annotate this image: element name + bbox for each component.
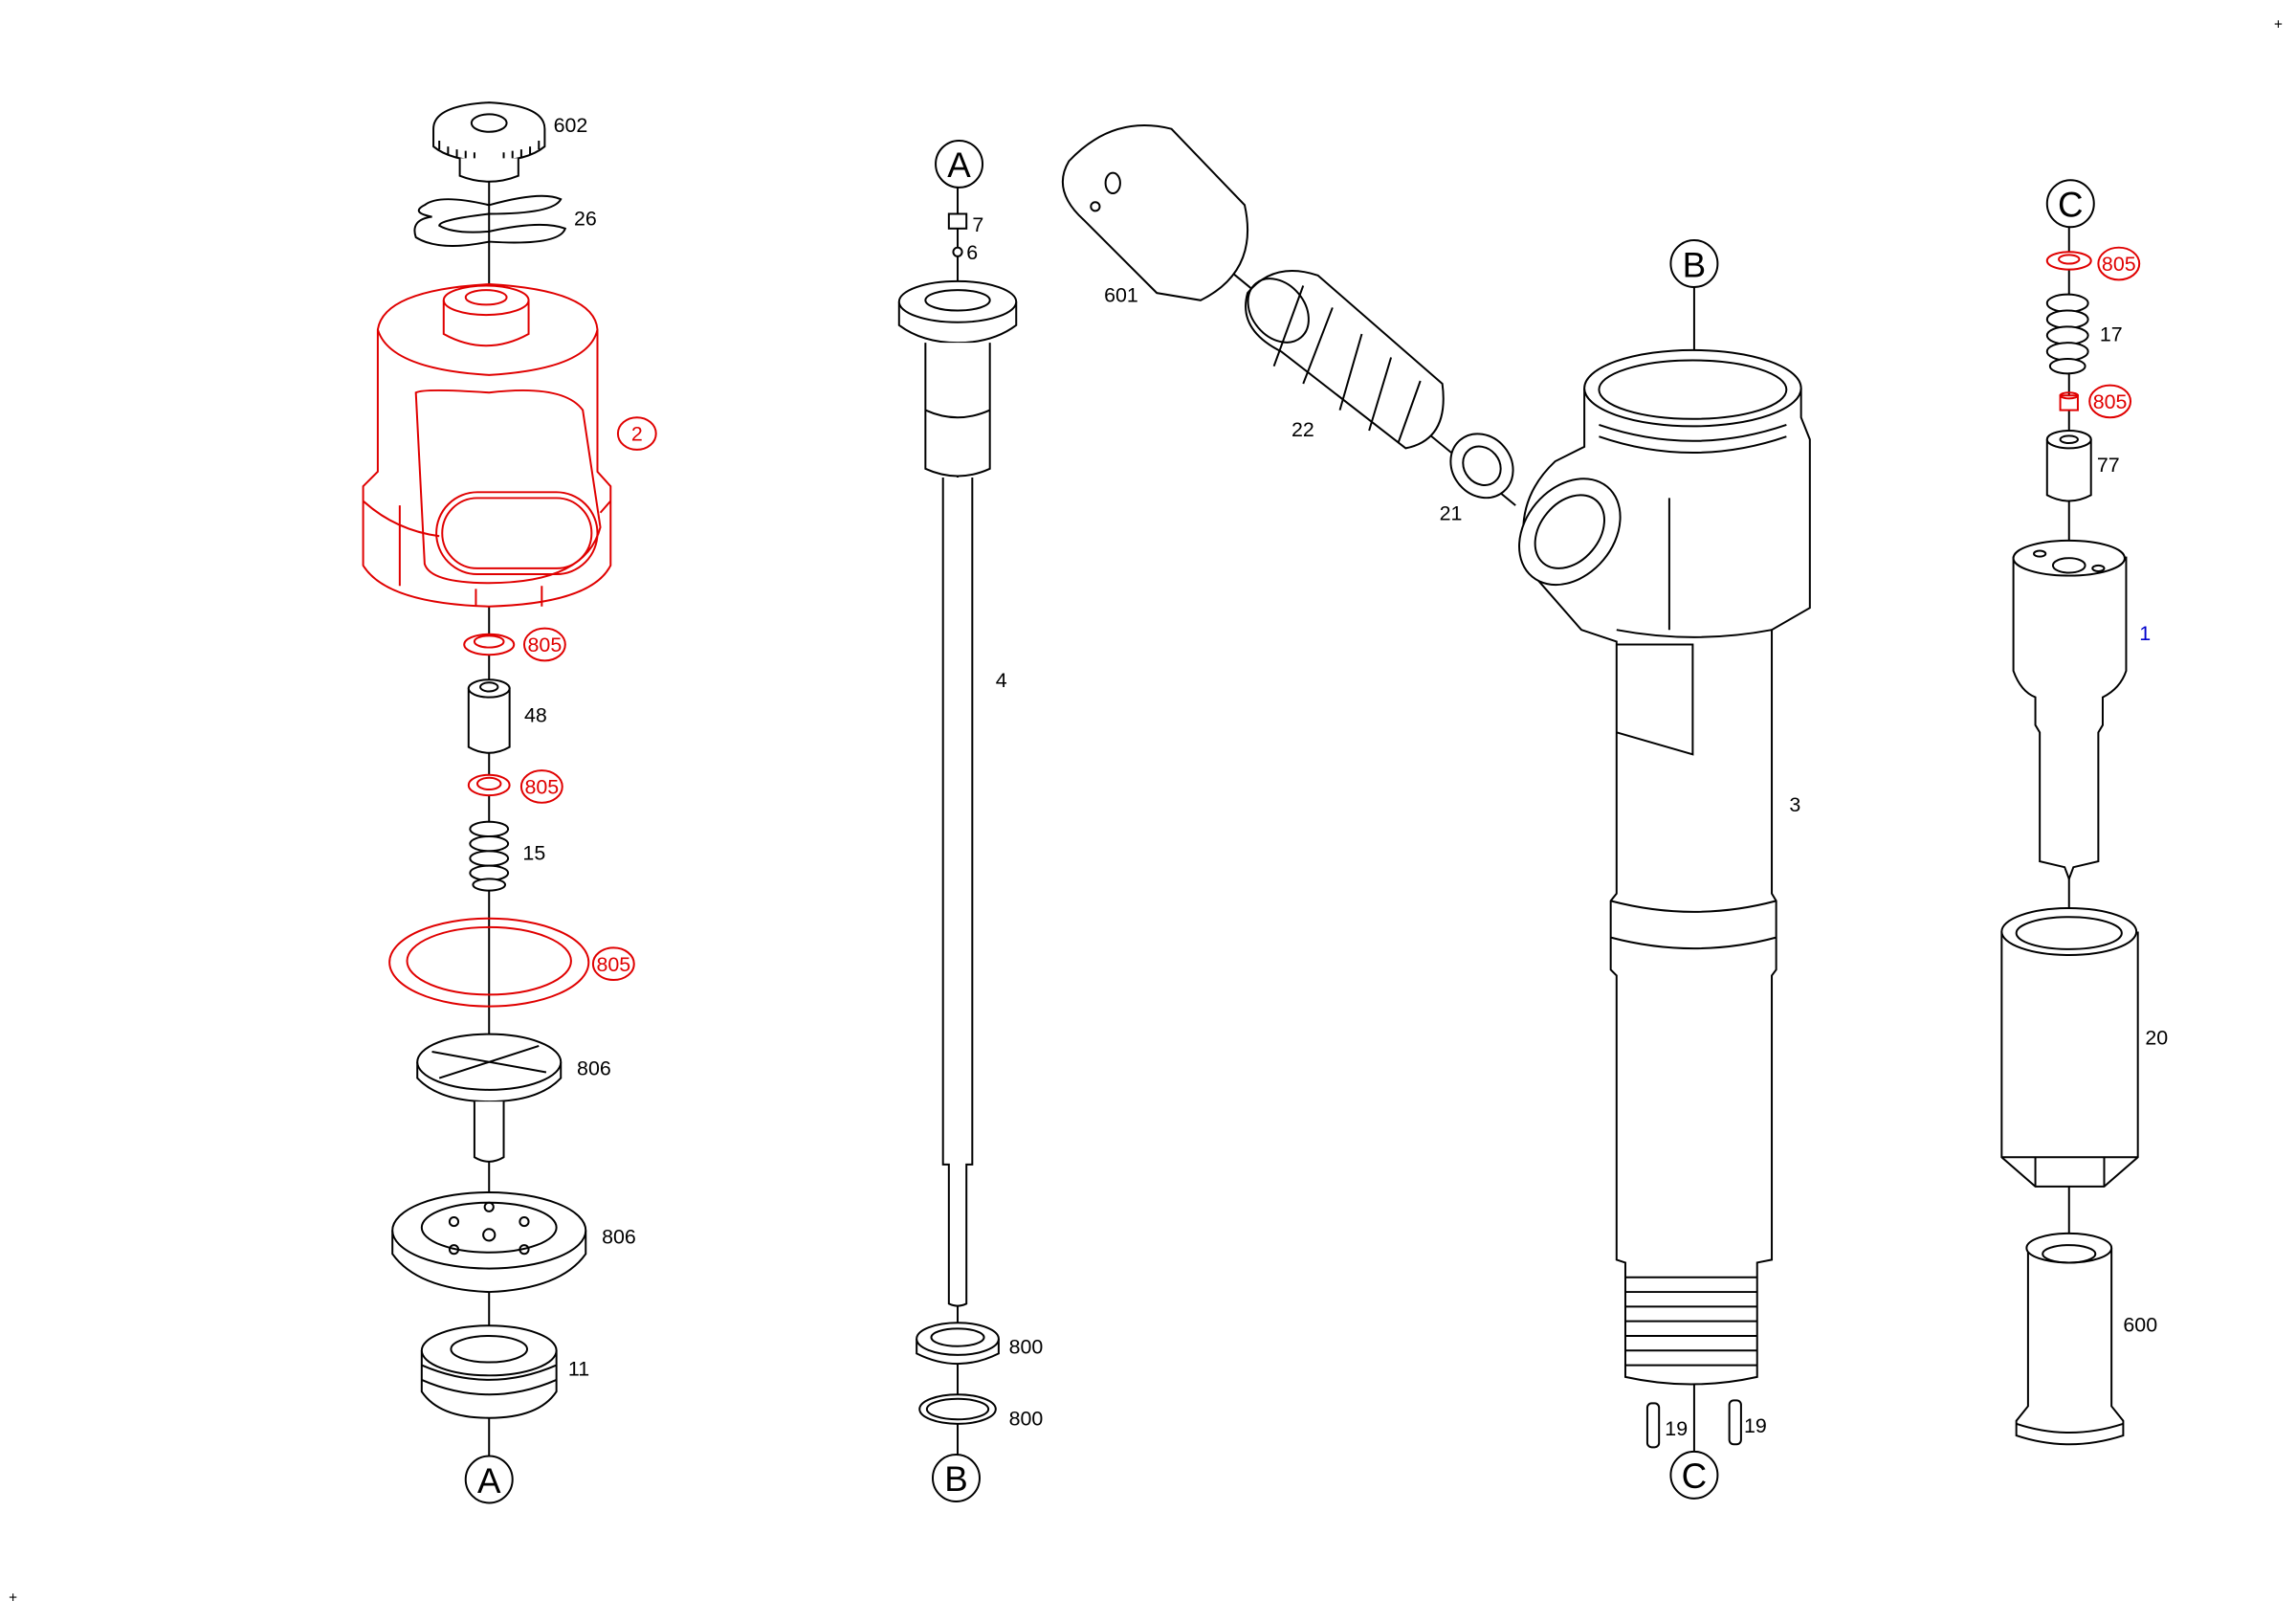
part-label-6: 6 <box>966 241 978 264</box>
corner-mark: + <box>9 1590 17 1607</box>
part-label-806: 806 <box>577 1057 611 1080</box>
part-label-800: 800 <box>1009 1335 1044 1358</box>
part-20-nozzle-nut[interactable] <box>2000 907 2139 1188</box>
part-label-805: 805 <box>2102 253 2136 276</box>
part-label-7: 7 <box>972 213 983 236</box>
ref-circle-c <box>1669 1450 1719 1500</box>
part-label-15: 15 <box>522 842 545 865</box>
part-806-disc[interactable] <box>416 1033 563 1163</box>
ref-label-b: B <box>1683 245 1706 284</box>
part-11-nut[interactable] <box>420 1324 558 1419</box>
part-21-washer[interactable] <box>1438 421 1526 510</box>
ref-label-b: B <box>944 1459 967 1499</box>
part-label-19: 19 <box>1665 1417 1688 1440</box>
part-22-fitting[interactable] <box>1236 267 1445 450</box>
part-19-pin[interactable] <box>1728 1399 1742 1446</box>
part-label-602: 602 <box>554 114 588 137</box>
part-label-4: 4 <box>996 669 1007 692</box>
part-label-805: 805 <box>524 776 559 799</box>
part-label-2: 2 <box>631 423 643 446</box>
ref-circle-b <box>932 1453 981 1502</box>
column-1-assembly: 602 26 2 805 48 805 <box>362 101 657 1504</box>
ref-label-c: C <box>1682 1456 1708 1496</box>
part-805-seal[interactable] <box>2045 251 2092 271</box>
part-6-ball[interactable] <box>952 246 963 257</box>
part-19-pin[interactable] <box>1645 1402 1661 1449</box>
part-805-small-seal[interactable] <box>2059 391 2079 411</box>
part-800-ring[interactable] <box>916 1322 1000 1366</box>
ref-label-c: C <box>2058 186 2084 225</box>
part-805-seal[interactable] <box>463 633 516 656</box>
part-label-600: 600 <box>2123 1313 2157 1336</box>
part-label-19: 19 <box>1744 1414 1767 1437</box>
ref-circle-a <box>464 1455 514 1504</box>
part-label-21: 21 <box>1440 501 1463 524</box>
part-label-806: 806 <box>602 1226 636 1249</box>
part-label-20: 20 <box>2145 1026 2168 1049</box>
ref-circle-c <box>2045 179 2095 229</box>
part-label-3: 3 <box>1789 793 1800 816</box>
part-label-805: 805 <box>528 634 563 656</box>
part-48-sleeve[interactable] <box>467 678 511 754</box>
column-2-assembly: A 7 6 4 800 800 B <box>897 139 1044 1502</box>
part-805-large-seal[interactable] <box>388 917 590 1008</box>
part-3-injector-body[interactable] <box>1498 348 1811 1386</box>
part-label-26: 26 <box>574 208 597 231</box>
part-2-housing[interactable] <box>362 282 612 608</box>
part-label-1[interactable]: 1 <box>2139 622 2151 645</box>
column-4-assembly: C 805 17 805 77 1 20 600 <box>2000 179 2168 1446</box>
part-1-nozzle[interactable] <box>2012 539 2128 882</box>
part-7[interactable] <box>947 212 968 230</box>
corner-mark: + <box>2274 17 2283 33</box>
part-15-spring[interactable] <box>469 820 510 892</box>
ref-label-a: A <box>477 1461 501 1501</box>
part-4-valve[interactable] <box>897 279 1018 1307</box>
part-label-22: 22 <box>1292 418 1314 441</box>
part-806-plate[interactable] <box>391 1190 587 1294</box>
part-label-48: 48 <box>524 704 547 727</box>
part-label-805: 805 <box>596 953 630 976</box>
part-label-11: 11 <box>568 1357 589 1380</box>
part-805-seal[interactable] <box>467 773 511 797</box>
part-label-805: 805 <box>2093 390 2128 413</box>
part-600-sleeve[interactable] <box>2015 1232 2125 1446</box>
part-602-knob[interactable] <box>432 101 546 183</box>
ref-circle-a <box>935 139 984 189</box>
part-label-601: 601 <box>1104 283 1138 306</box>
part-17-spring[interactable] <box>2045 293 2089 375</box>
part-601-cap[interactable] <box>1061 124 1248 301</box>
column-3-assembly: 601 22 21 B 3 19 19 C <box>1061 124 1811 1500</box>
part-label-77: 77 <box>2097 454 2120 477</box>
part-77-sleeve[interactable] <box>2045 430 2092 502</box>
part-label-17: 17 <box>2100 323 2123 346</box>
part-26-clip[interactable] <box>413 194 567 247</box>
part-800-oring[interactable] <box>918 1393 997 1425</box>
part-label-800: 800 <box>1009 1407 1044 1430</box>
ref-label-a: A <box>947 145 971 185</box>
